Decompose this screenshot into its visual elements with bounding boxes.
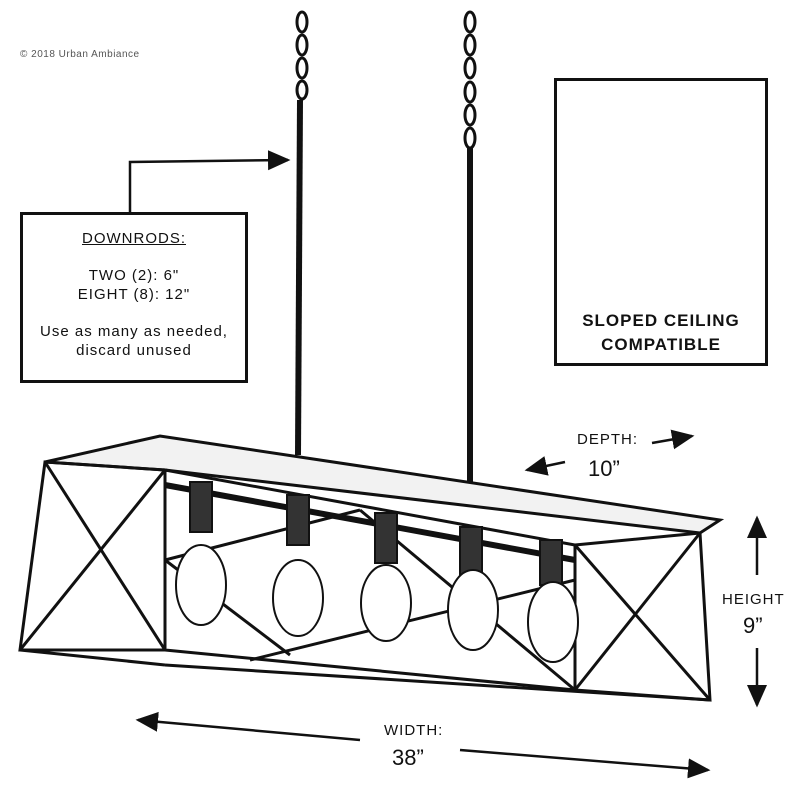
downrods-info-box: DOWNRODS: TWO (2): 6" EIGHT (8): 12" Use… (20, 212, 248, 383)
sloped-ceiling-label: SLOPED CEILING (582, 311, 740, 330)
width-value: 38” (392, 745, 424, 770)
compatible-label: COMPATIBLE (601, 335, 721, 354)
width-label: WIDTH: (384, 722, 444, 739)
downrods-note-2: discard unused (76, 342, 192, 359)
depth-arrow-right (651, 429, 695, 450)
downrods-pointer (128, 150, 291, 212)
height-label: HEIGHT (722, 591, 785, 608)
downrods-note: Use as many as needed, (40, 323, 228, 340)
downrod-left (295, 99, 303, 456)
chain-left (295, 10, 309, 101)
width-arrow-right (459, 748, 711, 779)
downrods-title: DOWNRODS: (82, 230, 186, 247)
depth-value: 10” (588, 456, 620, 481)
downrods-line-6in: TWO (2): 6" (88, 267, 180, 284)
downrods-line-12in: EIGHT (8): 12" (77, 286, 191, 303)
chain-right (463, 10, 477, 150)
height-value: 9” (743, 613, 763, 638)
sloped-ceiling-box: SLOPED CEILING COMPATIBLE (554, 78, 768, 366)
copyright-text: © 2018 Urban Ambiance (20, 49, 140, 60)
width-arrow-left (135, 711, 361, 742)
depth-arrow-left (524, 456, 566, 476)
depth-label: DEPTH: (577, 431, 639, 448)
bulbs (175, 481, 579, 663)
